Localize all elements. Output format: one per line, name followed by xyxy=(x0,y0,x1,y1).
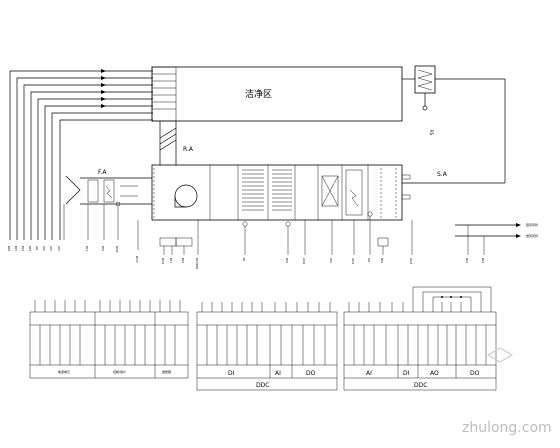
right-legend: 回风风管 送风风管 xyxy=(455,222,538,238)
legend-supply: 送风风管 xyxy=(526,233,538,238)
supply-air-label: S.A xyxy=(437,171,448,178)
signal-label: DI2 xyxy=(181,258,185,263)
watermark: zhulong.com xyxy=(462,347,552,436)
signal-label: DI6 xyxy=(285,258,289,263)
panel-mid-title: DDC xyxy=(256,382,269,389)
drop-lines xyxy=(63,204,485,255)
signal-label: AI2 xyxy=(42,246,46,251)
panel-right-group-di: DI xyxy=(403,370,410,377)
panel-left-section-control: 控制/用户 xyxy=(113,369,126,374)
right-heater: RS xyxy=(402,65,506,183)
left-signal-labels: DI6 DI5 DI4 DI3 AI1 AI2 AI3 AI4 xyxy=(7,246,61,251)
clean-zone-label: 洁净区 xyxy=(245,88,272,100)
actuator xyxy=(159,237,389,247)
air-handling-unit: S.A xyxy=(151,164,505,227)
fresh-air-inlet: F.A xyxy=(65,169,152,207)
signal-label: AO3 xyxy=(409,258,413,264)
signal-label: DO3 xyxy=(135,256,139,263)
signal-label: RI xyxy=(242,258,246,261)
watermark-text: zhulong.com xyxy=(462,420,552,436)
panel-right: AI DI AO DO DDC xyxy=(343,286,497,391)
panel-right-group-ao: AO xyxy=(430,370,439,377)
signal-label: AI4 xyxy=(57,246,61,251)
signal-label: DI3 xyxy=(481,258,485,263)
signal-label: DO4 xyxy=(115,246,119,253)
right-pipe-label: RS xyxy=(429,130,434,136)
left-signal-bus xyxy=(9,69,153,240)
signal-label: AI4 xyxy=(329,258,333,263)
fresh-air-label: F.A xyxy=(98,169,107,176)
panel-left: 电源单元 控制/用户 报警器 xyxy=(29,300,189,379)
signal-label: AI3 xyxy=(49,246,53,251)
signal-label: DI4 xyxy=(380,258,384,263)
return-air-damper: R.A xyxy=(159,121,194,165)
panel-right-group-do: DO xyxy=(470,370,480,377)
signal-label: DI7/DI8 xyxy=(195,258,199,269)
signal-label: DO1 xyxy=(161,258,165,265)
signal-label: DI4 xyxy=(21,246,25,251)
panel-mid-group-di: DI xyxy=(228,370,235,377)
panel-left-section-alarm: 报警器 xyxy=(162,369,171,374)
signal-label: AO2 xyxy=(302,258,306,264)
mid-signal-labels-a: DI1 DI2 DO4 DO3 DO1 DI1 DI2 DI7/DI8 xyxy=(85,246,199,269)
panel-mid: DI AI DO DDC xyxy=(196,302,338,391)
signal-label: DI1 xyxy=(169,258,173,263)
panel-mid-group-ai: AI xyxy=(275,370,281,377)
clean-zone: 洁净区 xyxy=(151,66,403,122)
return-air-label: R.A xyxy=(183,146,194,153)
right-signal-labels: DI2 DI3 xyxy=(465,258,485,263)
mid-signal-labels-b: RI DI6 AO2 AI4 AO3 AI1 DI4 AO3 xyxy=(242,258,413,264)
signal-label: AI1 xyxy=(367,258,371,263)
signal-label: DI1 xyxy=(85,246,89,251)
signal-label: AI1 xyxy=(35,246,39,251)
panel-right-title: DDC xyxy=(414,382,427,389)
signal-label: DI3 xyxy=(28,246,32,251)
signal-label: DI2 xyxy=(101,246,105,251)
signal-label: DI6 xyxy=(7,246,11,251)
signal-label: DI5 xyxy=(14,246,18,251)
signal-label: AO3 xyxy=(351,258,355,264)
panel-mid-group-do: DO xyxy=(306,370,316,377)
signal-label: DI2 xyxy=(465,258,469,263)
panel-right-group-ai: AI xyxy=(366,370,372,377)
legend-return: 回风风管 xyxy=(526,222,538,227)
panel-left-section-power: 电源单元 xyxy=(58,369,70,374)
